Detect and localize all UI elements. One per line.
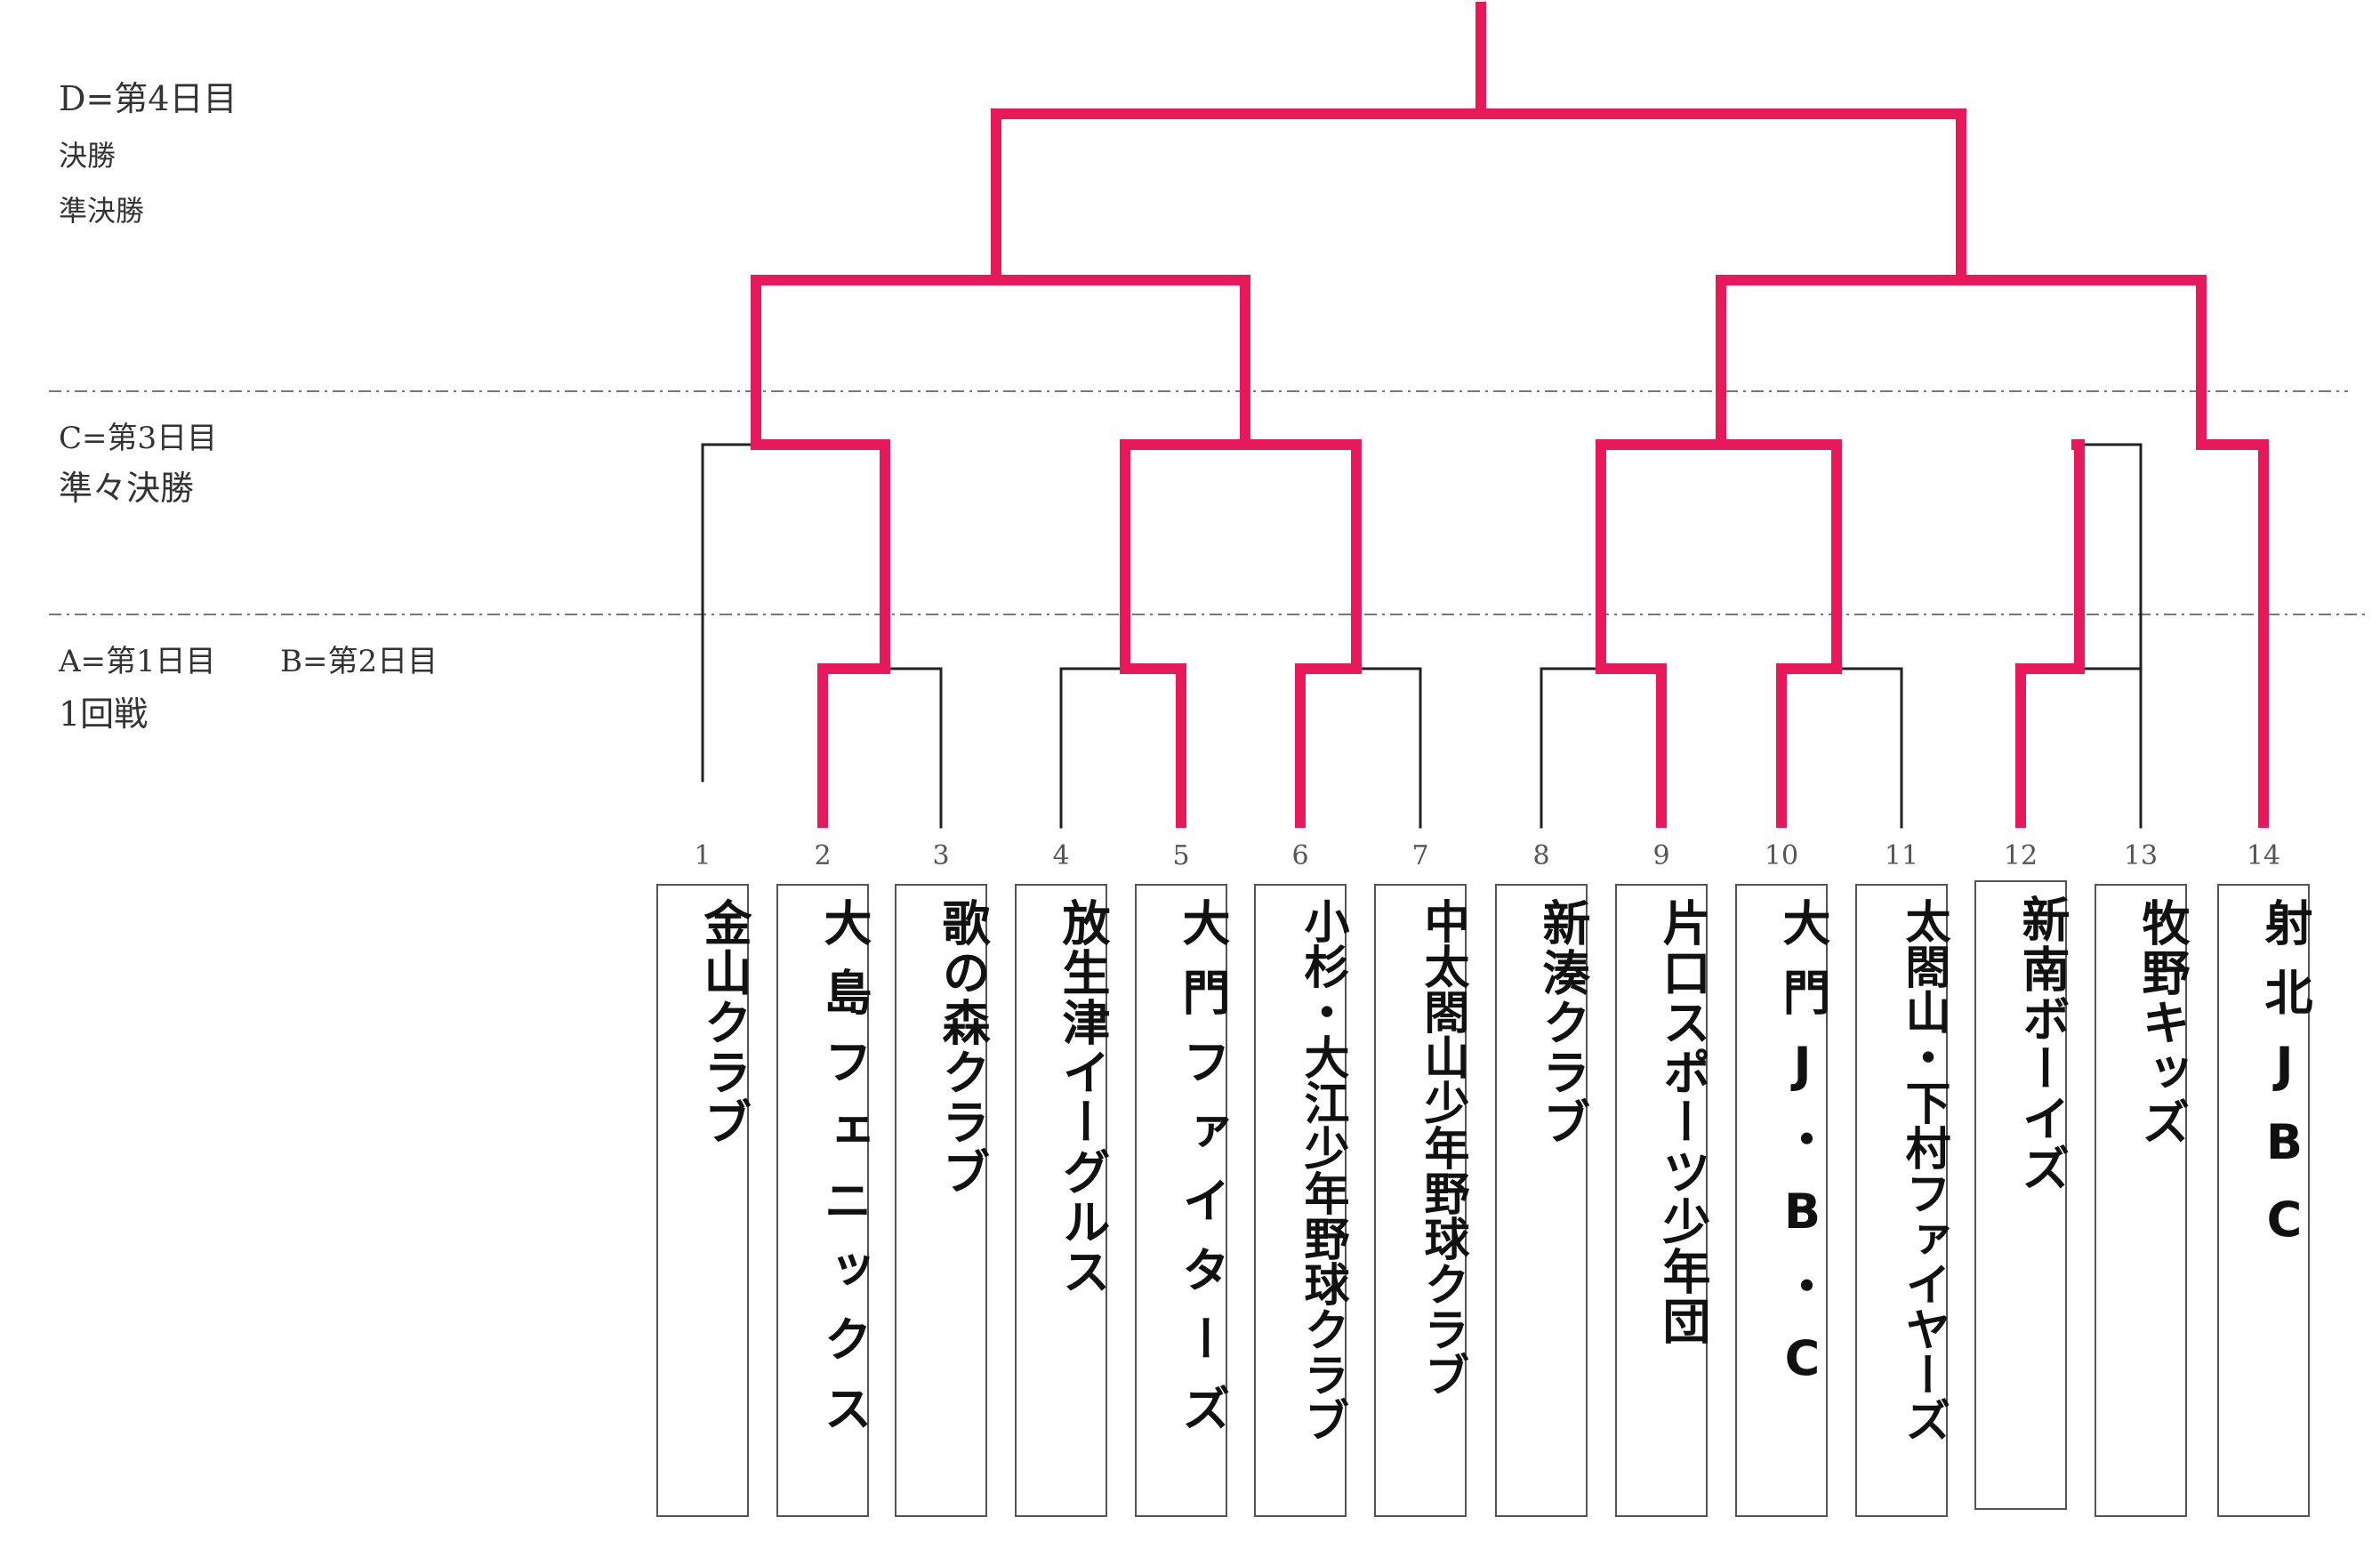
team-name: 小杉・大江少年野球クラブ <box>1296 898 1348 1442</box>
stage-dividers <box>49 390 2366 615</box>
team-number: 5 <box>1172 840 1190 871</box>
winner-line-team14 <box>1956 275 2269 828</box>
winner-line-team6 <box>1240 439 1362 828</box>
bracket-line-team4 <box>1059 667 1127 829</box>
team-number: 2 <box>814 840 832 871</box>
team-name: 中太閤山少年野球クラブ <box>1416 898 1468 1397</box>
team-number: 4 <box>1052 840 1070 871</box>
team-name: 太閤山・下村ファイヤーズ <box>1897 898 1950 1442</box>
team-number: 1 <box>694 840 712 871</box>
legend-final: 決勝 <box>59 139 117 173</box>
team-slot-10: 大門J・B・C <box>1735 884 1830 1517</box>
team-slot-11: 太閤山・下村ファイヤーズ <box>1855 884 1950 1517</box>
bracket-line-team11 <box>1835 667 1903 829</box>
team-name: 大島フェニックス <box>816 898 872 1453</box>
bracket-line-team7 <box>1355 667 1422 829</box>
bracket-line-team8 <box>1540 667 1603 829</box>
team-slot-12: 新南ボーイズ <box>1974 880 2070 1510</box>
legend-final-day: D=第4日目 <box>59 79 237 118</box>
bracket-lines-winner <box>751 2 2269 828</box>
winner-line-team5 <box>991 275 1250 828</box>
team-name: 片口スポーツ少年団 <box>1654 898 1710 1346</box>
team-slot-13: 牧野キッズ <box>2095 884 2190 1517</box>
team-number: 9 <box>1652 840 1670 871</box>
team-slot-2: 大島フェニックス <box>776 884 872 1517</box>
bracket-line-qf4 <box>2075 443 2143 670</box>
team-slot-7: 中太閤山少年野球クラブ <box>1374 884 1468 1517</box>
winner-line-team12 <box>2015 439 2085 828</box>
team-name: 放生津イーグルス <box>1054 898 1110 1296</box>
team-slot-4: 放生津イーグルス <box>1015 884 1110 1517</box>
team-name: 歌の森クラブ <box>934 898 990 1197</box>
legend-semifinal: 準決勝 <box>59 194 145 228</box>
team-number: 7 <box>1411 840 1429 871</box>
team-name: 新湊クラブ <box>1534 898 1590 1147</box>
winner-line-team9 <box>1475 108 1966 828</box>
team-name: 大門ファイターズ <box>1174 898 1230 1453</box>
team-number: 11 <box>1884 840 1919 871</box>
team-number: 6 <box>1291 840 1309 871</box>
legend-round1: 1回戦 <box>59 694 149 734</box>
winner-line-team10 <box>1716 439 1842 828</box>
team-number: 3 <box>932 840 950 871</box>
legend-day2: B=第2日目 <box>280 644 438 679</box>
team-slot-5: 大門ファイターズ <box>1135 884 1230 1517</box>
team-slot-9: 片口スポーツ少年団 <box>1615 884 1710 1517</box>
team-name: 新南ボーイズ <box>2014 895 2070 1193</box>
team-number: 13 <box>2123 840 2159 871</box>
bracket-line-team1 <box>701 443 758 783</box>
team-slot-8: 新湊クラブ <box>1495 884 1590 1517</box>
winner-line-team2 <box>751 2 1486 828</box>
team-name: 大門J・B・C <box>1774 898 1830 1408</box>
team-number: 8 <box>1532 840 1550 871</box>
bracket-lines-black <box>701 112 2143 829</box>
team-slot-1: 金山クラブ <box>656 884 752 1517</box>
team-number: 12 <box>2003 840 2038 871</box>
team-name: 金山クラブ <box>696 898 752 1147</box>
team-slot-6: 小杉・大江少年野球クラブ <box>1254 884 1348 1517</box>
team-name: 射北JBC <box>2256 898 2312 1269</box>
team-slot-14: 射北JBC <box>2217 884 2312 1517</box>
team-name: 牧野キッズ <box>2134 898 2190 1147</box>
team-number: 10 <box>1764 840 1799 871</box>
team-slot-3: 歌の森クラブ <box>895 884 990 1517</box>
legend-day3: C=第3日目 <box>59 421 218 456</box>
legend-day1: A=第1日目 <box>59 644 216 679</box>
bracket-line-team3 <box>883 667 943 829</box>
legend-quarterfinal: 準々決勝 <box>59 469 195 508</box>
team-number: 14 <box>2246 840 2281 871</box>
